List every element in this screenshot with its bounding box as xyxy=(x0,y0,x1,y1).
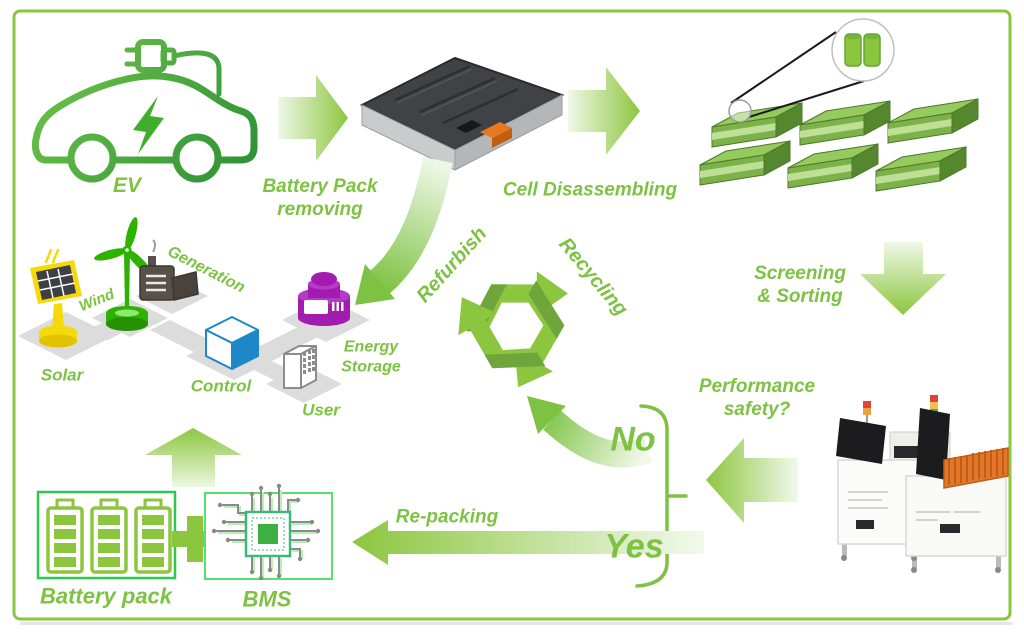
screening-sorting-label: Screening & Sorting xyxy=(754,262,846,307)
ev-label: EV xyxy=(112,174,142,198)
curved-arrow-no xyxy=(527,396,653,468)
battery-pack-removing-label: Battery Pack removing xyxy=(262,175,378,220)
block-arrow-left xyxy=(706,438,798,523)
battery-tester-machine xyxy=(836,395,1009,573)
block-arrow-repacking xyxy=(352,520,704,565)
recycle-icon xyxy=(442,271,588,399)
performance-safety-label: Performance safety? xyxy=(698,375,816,420)
bms-label: BMS xyxy=(242,586,292,612)
decision-brace xyxy=(635,404,688,588)
wind-turbine-icon xyxy=(94,217,152,331)
energy-system xyxy=(18,217,370,403)
generator-icon xyxy=(139,239,199,301)
battery-cells-icon xyxy=(36,490,177,580)
bms-chip-icon xyxy=(204,483,333,581)
battery-pack-photo xyxy=(359,56,565,171)
no-label: No xyxy=(610,420,656,459)
pack-connector-orange xyxy=(480,122,512,138)
cylindrical-cells xyxy=(844,33,881,67)
user-label: User xyxy=(302,400,340,420)
frame-border xyxy=(12,9,1012,625)
block-arrow-right-2 xyxy=(568,67,640,155)
cell-disassembling-label: Cell Disassembling xyxy=(502,179,678,201)
control-cube-icon xyxy=(205,316,259,370)
solar-label: Solar xyxy=(40,365,84,385)
block-arrow-down xyxy=(860,242,946,315)
tower-light-left xyxy=(863,401,871,415)
solar-panel-icon xyxy=(30,248,82,348)
user-building-icon xyxy=(283,345,317,389)
lightning-bolt-icon xyxy=(133,96,164,154)
block-arrow-right-1 xyxy=(278,75,348,161)
energy-storage-label: Energy Storage xyxy=(341,338,401,375)
repacking-label: Re-packing xyxy=(395,506,499,528)
cell-modules xyxy=(699,18,979,192)
battery-pack-label: Battery pack xyxy=(39,583,173,609)
energy-storage-icon xyxy=(298,272,350,326)
control-label: Control xyxy=(190,376,252,396)
yes-label: Yes xyxy=(604,527,664,566)
curved-arrow-refurbish xyxy=(355,157,453,305)
charging-plug-icon xyxy=(124,39,222,97)
ev-car-icon xyxy=(31,39,258,183)
magnifier-circle xyxy=(831,18,895,82)
block-arrow-up xyxy=(145,428,242,487)
plus-icon xyxy=(172,516,218,562)
